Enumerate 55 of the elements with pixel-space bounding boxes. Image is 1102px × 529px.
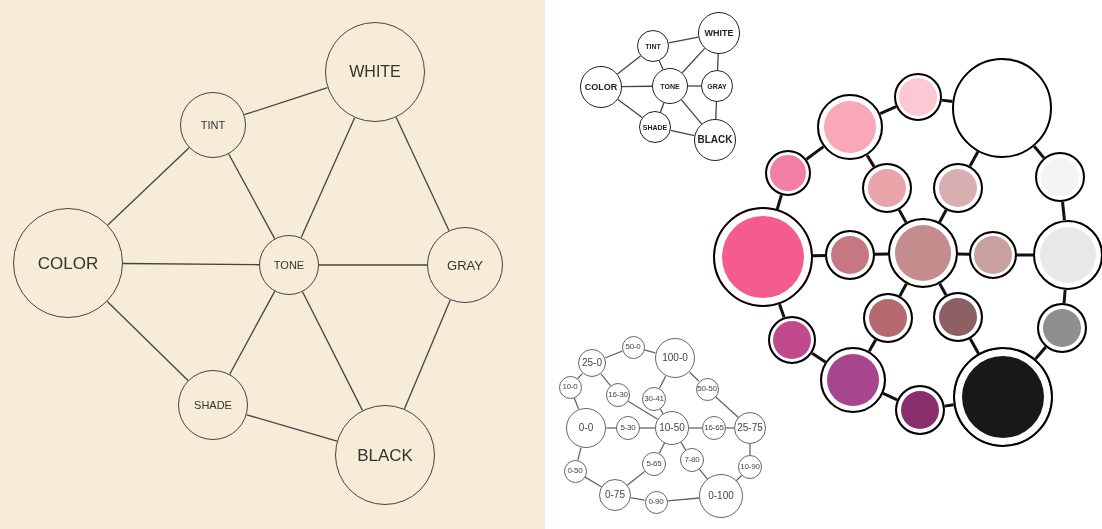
connector-line [639,427,656,429]
connector-line [812,254,826,258]
connector-line [318,264,428,266]
connector-line [658,375,667,389]
connector-line [395,116,450,232]
connector-line [698,468,709,480]
connector-line [106,300,189,382]
connector-line [688,427,703,429]
connector-line [689,371,700,382]
connector-line [874,252,889,256]
connector-line [604,350,623,359]
connector-line [778,303,786,318]
connector-line [122,262,260,266]
connector-line [687,85,702,87]
connector-line [715,101,718,120]
connector-line [725,427,736,429]
connector-line [938,209,948,223]
connector-line [616,55,642,75]
connector-line [681,47,706,74]
connector-line [670,129,696,137]
connector-line [626,470,646,486]
connector-line [621,85,653,88]
connector-line [300,117,356,239]
connector-line [668,36,700,44]
connector-line [1033,145,1046,159]
connector-line [716,53,719,71]
connector-line [775,194,783,210]
connector-line [811,351,827,364]
connector-line [1061,201,1066,221]
connector-line [1034,346,1047,360]
connector-line [577,372,583,380]
connector-line [301,291,364,411]
connector-line [1062,289,1067,304]
connector-line [605,427,617,429]
connector-line [403,299,451,410]
connector-line [600,373,612,387]
connector-line [944,403,954,408]
connector-line [577,447,582,461]
connector-line [735,474,743,482]
connector-line [228,153,276,240]
connector-line [968,338,980,355]
connector-line [865,154,876,168]
connector-line [957,252,970,256]
connector-line [714,396,740,419]
connector-line [805,145,825,161]
connector-line [749,442,751,456]
connector-line [897,209,908,224]
connector-line [680,99,703,125]
connector-line [1017,253,1033,257]
connector-line [107,147,190,226]
connector-line [666,497,701,502]
connector-line [229,290,276,375]
connector-line [629,497,646,501]
connector-line [617,98,643,119]
connector-line [941,98,953,103]
